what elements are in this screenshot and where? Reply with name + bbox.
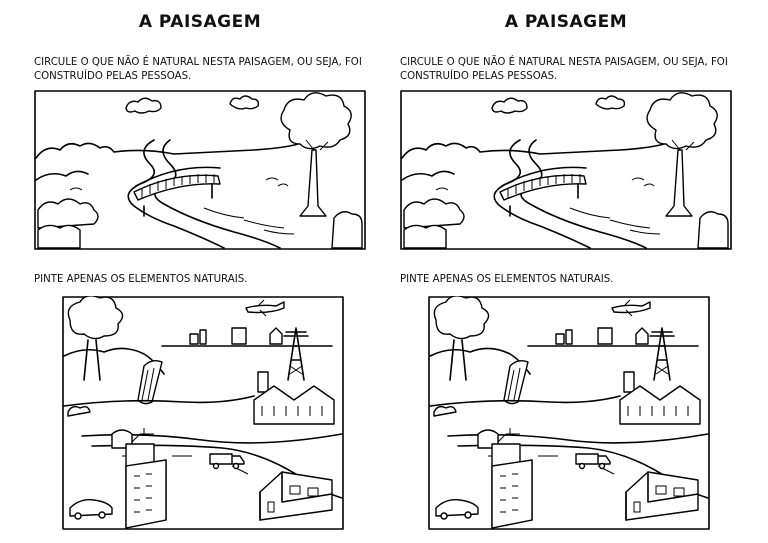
worksheet-left: A PAISAGEM CIRCULE O QUE NÃO É NATURAL N… [34, 12, 366, 530]
page-title: A PAISAGEM [138, 12, 262, 32]
river-landscape-illustration [34, 90, 366, 250]
worksheet-right: A PAISAGEM CIRCULE O QUE NÃO É NATURAL N… [366, 0, 750, 543]
page-title: A PAISAGEM [504, 12, 628, 32]
instruction-paint: PINTE APENAS OS ELEMENTOS NATURAIS. [400, 274, 614, 285]
instruction-circle: CIRCULE O QUE NÃO É NATURAL NESTA PAISAG… [400, 57, 728, 82]
city-landscape-illustration [428, 296, 710, 530]
instruction-paint: PINTE APENAS OS ELEMENTOS NATURAIS. [34, 274, 248, 285]
city-landscape-illustration [62, 296, 344, 530]
instruction-circle: CIRCULE O QUE NÃO É NATURAL NESTA PAISAG… [34, 57, 362, 82]
river-landscape-illustration [400, 90, 732, 250]
